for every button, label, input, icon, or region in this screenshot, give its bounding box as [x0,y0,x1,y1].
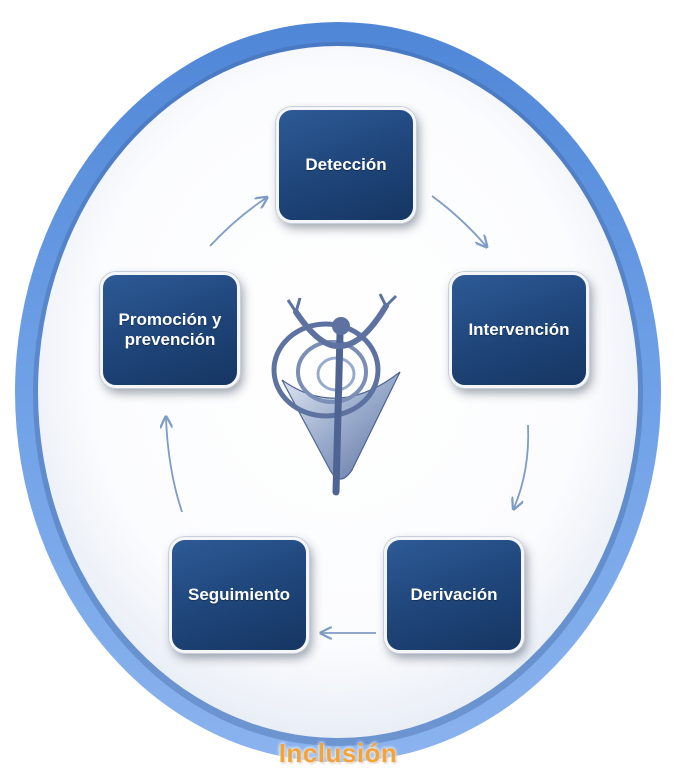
step-intervencion: Intervención [449,272,589,388]
arrow-seguimiento-to-promocion [166,418,183,513]
step-seguimiento: Seguimiento [169,537,309,653]
inclusion-label: Inclusión [278,738,398,768]
center-emblem [271,293,401,496]
step-intervencion-label: Intervención [468,320,570,339]
emblem-swirl-outer [271,321,381,419]
step-promocion-prevencion: Promoción y prevención [100,272,240,388]
emblem-hand-left [286,297,302,313]
step-seguimiento-label: Seguimiento [187,585,290,604]
emblem-figure-arms [293,303,389,350]
step-deteccion-label: Detección [305,155,387,174]
emblem-hand-right [378,293,398,308]
arrow-intervencion-to-derivacion [514,424,530,508]
arrow-deteccion-to-intervencion [431,195,486,246]
emblem-figure-head [332,317,350,335]
emblem-figure-body [332,330,344,496]
step-promocion-prevencion-label: Promoción y prevención [118,310,222,349]
step-derivacion-label: Derivación [410,585,498,604]
arrow-promocion-to-deteccion [209,198,266,247]
step-deteccion: Detección [276,107,416,223]
emblem-swirl-mid [296,340,368,404]
step-derivacion: Derivación [384,537,524,653]
